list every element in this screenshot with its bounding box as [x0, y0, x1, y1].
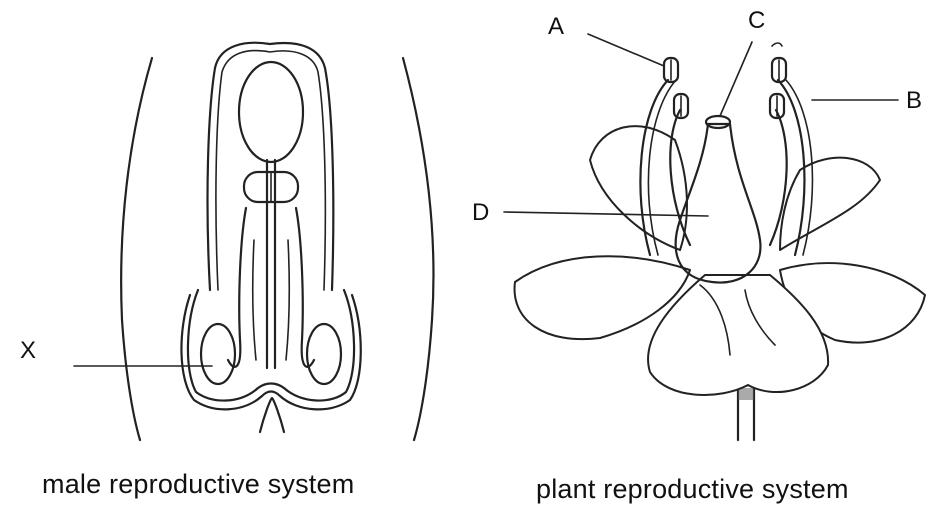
inner-duct-left [253, 240, 256, 360]
body-midline-mark [260, 398, 284, 432]
scrotum-outline [188, 290, 354, 401]
testis-right [307, 324, 341, 384]
plant-diagram-caption: plant reproductive system [536, 474, 849, 505]
pointer-c [720, 42, 752, 116]
anther-3 [772, 58, 786, 82]
anther-tip-mark [772, 43, 782, 46]
pointer-a [588, 34, 664, 66]
stigma [706, 116, 730, 128]
carpel [676, 124, 761, 283]
stalk-node [738, 388, 754, 400]
male-diagram-caption: male reproductive system [42, 469, 354, 500]
label-b: B [906, 87, 922, 114]
anther-2 [674, 94, 688, 118]
petal-back-right [780, 158, 880, 250]
flower-diagram: A C B D [472, 7, 925, 440]
label-c: C [748, 7, 765, 34]
label-d: D [472, 199, 489, 226]
penis-outer-wall [208, 43, 334, 290]
sperm-duct-right [296, 208, 314, 367]
anther-1 [664, 58, 678, 82]
bladder [239, 62, 303, 162]
penis-inner-wall [216, 51, 325, 290]
label-a: A [548, 13, 564, 40]
sperm-duct-left [228, 208, 246, 367]
inner-duct-right [286, 240, 289, 360]
male-reproductive-diagram: X [20, 43, 433, 440]
body-outline-right [403, 58, 433, 440]
testis-left [201, 324, 235, 384]
body-outline-left [121, 58, 152, 440]
anther-4 [770, 94, 784, 118]
scrotum-outer [181, 295, 360, 409]
label-x: X [20, 337, 36, 364]
